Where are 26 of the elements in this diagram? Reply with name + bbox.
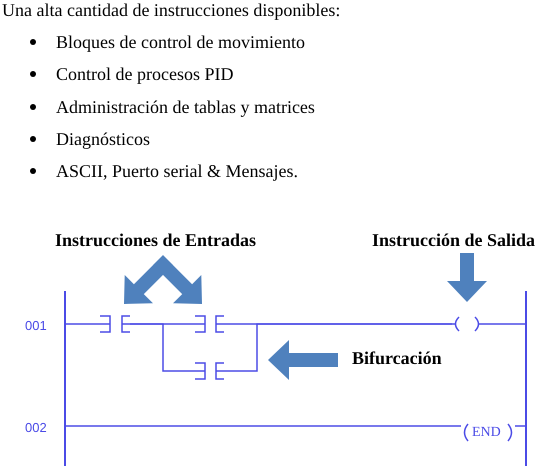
intro-text: Una alta cantidad de instrucciones disponibles: bbox=[2, 0, 340, 20]
coil-symbol bbox=[452, 316, 482, 332]
annotation-label: Instrucciones de Entradas bbox=[55, 230, 256, 250]
list-item-text: Control de procesos PID bbox=[56, 64, 234, 84]
list-item-text: Diagnósticos bbox=[56, 129, 150, 149]
wire bbox=[66, 323, 100, 325]
contact-symbol bbox=[195, 315, 224, 333]
block-arrow bbox=[268, 340, 338, 380]
instruction-label: END bbox=[472, 424, 501, 441]
wire bbox=[66, 425, 461, 427]
annotation-label: Instrucción de Salida bbox=[372, 230, 536, 250]
wire bbox=[224, 323, 452, 372]
contact-symbol bbox=[100, 315, 130, 333]
block-arrow bbox=[153, 255, 202, 304]
rung-number: 001 bbox=[25, 318, 47, 332]
annotation-label: Bifurcación bbox=[352, 348, 442, 368]
list-item-text: Administración de tablas y matrices bbox=[56, 97, 315, 117]
wire bbox=[482, 323, 525, 325]
end-coil-symbol bbox=[461, 423, 515, 442]
block-arrow bbox=[447, 253, 487, 302]
wire bbox=[515, 425, 525, 427]
wire bbox=[130, 323, 195, 372]
contact-symbol bbox=[195, 362, 224, 380]
rung-number: 002 bbox=[25, 420, 47, 434]
list-item-text: ASCII, Puerto serial & Mensajes. bbox=[56, 161, 298, 181]
list-item-text: Bloques de control de movimiento bbox=[56, 32, 305, 52]
